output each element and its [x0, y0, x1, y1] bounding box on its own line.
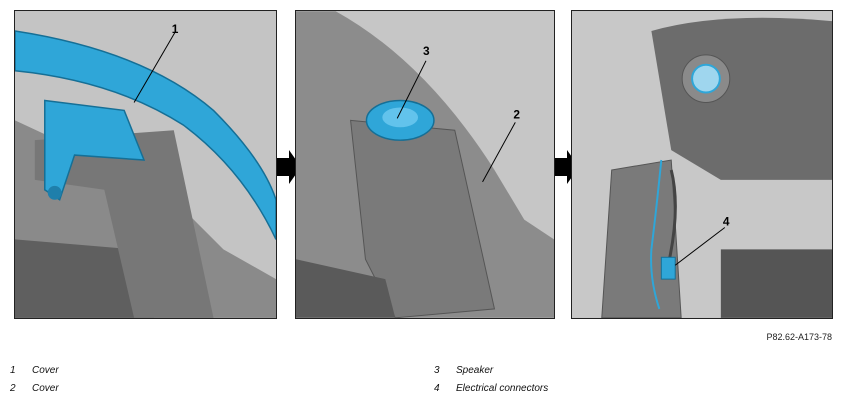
legend-number: 4 [434, 383, 440, 394]
legend-item-3: 3 Speaker [434, 365, 734, 379]
speaker-cover-drawing: 3 2 [296, 11, 554, 318]
seat-frame-cover-removal-drawing: 1 [15, 11, 276, 318]
callout-4: 4 [723, 215, 730, 229]
legend-label: Electrical connectors [456, 383, 549, 394]
legend-item-2: 2 Cover [10, 383, 310, 397]
callout-1: 1 [172, 22, 179, 36]
figure-code: P82.62-A173-78 [766, 332, 832, 342]
step-3-illustration: 4 [571, 10, 833, 319]
callout-2: 2 [513, 107, 520, 121]
legend-number: 2 [10, 383, 16, 394]
electrical-connectors-drawing: 4 [572, 11, 832, 318]
legend-number: 1 [10, 365, 16, 376]
legend-item-4: 4 Electrical connectors [434, 383, 734, 397]
legend-label: Cover [32, 365, 59, 376]
legend-item-1: 1 Cover [10, 365, 310, 379]
electrical-connectors-4-highlight [660, 256, 676, 280]
legend-label: Cover [32, 383, 59, 394]
callout-3: 3 [423, 44, 430, 58]
cover-1-highlight [15, 30, 276, 240]
step-2-illustration: 3 2 [295, 10, 555, 319]
step-1-illustration: 1 [14, 10, 277, 319]
legend-label: Speaker [456, 365, 494, 376]
legend-number: 3 [434, 365, 440, 376]
